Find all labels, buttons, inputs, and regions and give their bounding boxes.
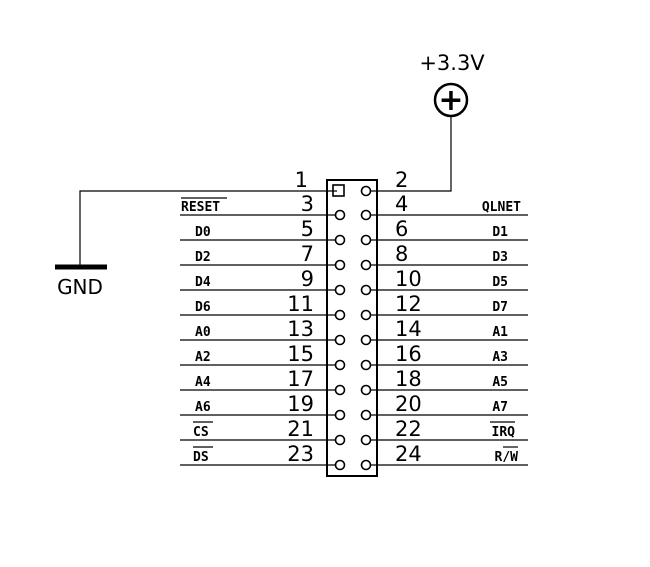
ground-label: GND: [57, 275, 103, 299]
connector-body: [326, 179, 378, 477]
signal-irq: IRQ: [492, 425, 516, 440]
signal-d3: D3: [492, 250, 508, 265]
signal-rw: R/W: [495, 450, 519, 465]
pin-row: 17 18 A4 A5: [180, 367, 528, 396]
pin13-pad: [334, 334, 346, 346]
pin23-pad: [334, 459, 346, 471]
pin-number-13: 13: [287, 317, 314, 341]
pin15-pad: [334, 359, 346, 371]
pin-row: 3 4 RESET QLNET: [180, 192, 528, 221]
signal-d1: D1: [492, 225, 508, 240]
pin20-pad: [360, 409, 372, 421]
signal-d0: D0: [195, 225, 211, 240]
pin-number-22: 22: [395, 417, 422, 441]
signal-a4: A4: [195, 375, 211, 390]
signal-d4: D4: [195, 275, 211, 290]
pin9-pad: [334, 284, 346, 296]
pin7-pad: [334, 259, 346, 271]
signal-a7: A7: [492, 400, 508, 415]
signal-a1: A1: [492, 325, 508, 340]
signal-a0: A0: [195, 325, 211, 340]
pin2-pad: [360, 185, 372, 197]
pin-row: 21 22 CS IRQ: [180, 417, 528, 446]
pin21-pad: [334, 434, 346, 446]
power-label: +3.3V: [419, 51, 485, 75]
pin-row: 23 24 DS R/W: [180, 442, 528, 471]
pin-number-24: 24: [395, 442, 422, 466]
pin10-pad: [360, 284, 372, 296]
pin-number-3: 3: [301, 192, 314, 216]
pin-row: 7 8 D2 D3: [180, 242, 528, 271]
pin8-pad: [360, 259, 372, 271]
pin-row: 15 16 A2 A3: [180, 342, 528, 371]
pin14-pad: [360, 334, 372, 346]
pin-number-16: 16: [395, 342, 422, 366]
power-wire: [371, 116, 452, 192]
pin-number-14: 14: [395, 317, 422, 341]
signal-d2: D2: [195, 250, 211, 265]
signal-d5: D5: [492, 275, 508, 290]
pin-number-10: 10: [395, 267, 422, 291]
pin-number-17: 17: [287, 367, 314, 391]
pin3-pad: [334, 209, 346, 221]
pin22-pad: [360, 434, 372, 446]
pin5-pad: [334, 234, 346, 246]
pin-row: 13 14 A0 A1: [180, 317, 528, 346]
pin-number-5: 5: [301, 217, 314, 241]
ground-wire: [79, 190, 337, 265]
signal-reset: RESET: [181, 200, 220, 215]
power-symbol: + +3.3V: [419, 51, 485, 118]
pin-number-23: 23: [287, 442, 314, 466]
pin-number-18: 18: [395, 367, 422, 391]
pin-number-19: 19: [287, 392, 314, 416]
pin12-pad: [360, 309, 372, 321]
pin-row: 11 12 D6 D7: [180, 292, 528, 321]
ground-symbol: GND: [55, 264, 107, 299]
pin24-pad: [360, 459, 372, 471]
signal-a5: A5: [492, 375, 508, 390]
signal-qlnet: QLNET: [482, 200, 521, 215]
pin-number-2: 2: [395, 168, 408, 192]
pin-number-15: 15: [287, 342, 314, 366]
pin-number-8: 8: [395, 242, 408, 266]
pin-row: 19 20 A6 A7: [180, 392, 528, 421]
signal-a6: A6: [195, 400, 211, 415]
pin11-pad: [334, 309, 346, 321]
power-plus-sign: +: [438, 83, 463, 118]
pin-number-4: 4: [395, 192, 408, 216]
pin4-pad: [360, 209, 372, 221]
signal-ds: DS: [193, 450, 209, 465]
pin-number-7: 7: [301, 242, 314, 266]
pin17-pad: [334, 384, 346, 396]
pin-row: 9 10 D4 D5: [180, 267, 528, 296]
signal-d7: D7: [492, 300, 508, 315]
signal-a2: A2: [195, 350, 211, 365]
pin-row: 5 6 D0 D1: [180, 217, 528, 246]
signal-a3: A3: [492, 350, 508, 365]
pin-number-12: 12: [395, 292, 422, 316]
signal-cs: CS: [193, 425, 209, 440]
pin16-pad: [360, 359, 372, 371]
pin-number-9: 9: [301, 267, 314, 291]
pin-number-21: 21: [287, 417, 314, 441]
signal-d6: D6: [195, 300, 211, 315]
pin1-marker: [332, 184, 345, 197]
pin-number-1: 1: [295, 168, 308, 192]
pin6-pad: [360, 234, 372, 246]
pin-number-11: 11: [287, 292, 314, 316]
pin18-pad: [360, 384, 372, 396]
pin-number-20: 20: [395, 392, 422, 416]
pin19-pad: [334, 409, 346, 421]
pin-number-6: 6: [395, 217, 408, 241]
